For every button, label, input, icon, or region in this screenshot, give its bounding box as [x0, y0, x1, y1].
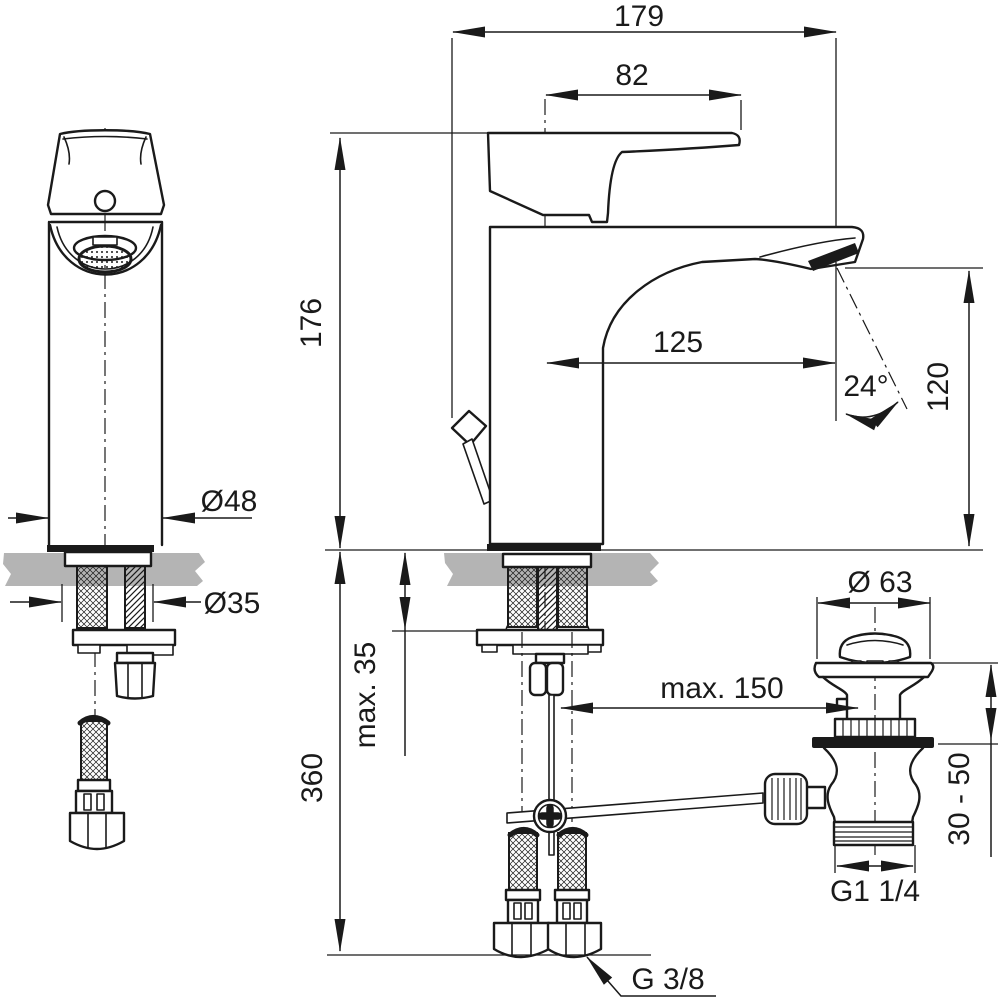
- dim-handle-projection: 82: [615, 59, 648, 92]
- waste-push-button: [838, 632, 912, 665]
- hose-tail: [76, 565, 108, 629]
- popup-rod: [548, 694, 555, 856]
- dim-waste-cap-diameter: Ø 63: [847, 566, 912, 599]
- dimensions: [8, 26, 998, 997]
- dim-spout-angle: 24°: [843, 370, 888, 403]
- dim-height-above-deck: 176: [295, 298, 328, 348]
- dim-max-deck-thickness: max. 35: [349, 642, 382, 749]
- dim-body-diameter: Ø48: [201, 485, 258, 518]
- handle-side: [486, 131, 741, 224]
- hose-nut-left: [492, 921, 551, 959]
- waste-flange: [813, 661, 935, 679]
- dim-hose-drop: 360: [296, 753, 329, 803]
- dim-max-rod-reach: max. 150: [660, 672, 783, 705]
- base-plate: [487, 544, 601, 551]
- dim-supply-thread: G 3/8: [631, 963, 704, 996]
- waste-thread-tail: [832, 820, 915, 847]
- g38-leader: [586, 956, 716, 997]
- dim-spout-reach: 125: [653, 326, 703, 359]
- braided-hose: [80, 720, 108, 781]
- handle-front: [46, 129, 166, 216]
- faucet-body: [488, 225, 865, 546]
- mounting-plate: [71, 628, 177, 647]
- dim-outlet-height: 120: [922, 362, 955, 412]
- hose-nut: [68, 811, 126, 851]
- aerator-mesh: [77, 244, 133, 274]
- side-view: [327, 99, 865, 959]
- waste-washer: [812, 737, 934, 748]
- waste-body: [822, 746, 925, 825]
- spout-outlet: [808, 243, 859, 271]
- braided-hose-right: [557, 832, 587, 891]
- supply-connector: [528, 661, 548, 697]
- hose-tail-right: [557, 566, 588, 628]
- base-plate: [47, 545, 154, 552]
- dim-clamping-range: 30 - 50: [943, 752, 976, 845]
- front-view: [3, 128, 205, 851]
- dim-total-projection: 179: [614, 0, 664, 33]
- braided-hose-left: [508, 832, 538, 891]
- pullrod-knob: [450, 409, 488, 447]
- threaded-stud: [537, 566, 558, 631]
- drain-assembly: [763, 607, 935, 855]
- dim-waste-thread: G1 1/4: [830, 875, 920, 908]
- threaded-stud: [124, 565, 146, 629]
- hose-nut-right: [546, 921, 603, 959]
- hose-tail-left: [507, 566, 538, 628]
- mounting-plate: [475, 628, 605, 647]
- linkage-rod: [506, 792, 764, 824]
- handle-dot: [93, 189, 117, 213]
- dimension-labels: 179 82 176 125 24° 120 Ø48 Ø35 max. 35 3…: [201, 0, 976, 996]
- supply-nut: [113, 661, 157, 700]
- dim-mounting-hole: Ø35: [204, 587, 261, 620]
